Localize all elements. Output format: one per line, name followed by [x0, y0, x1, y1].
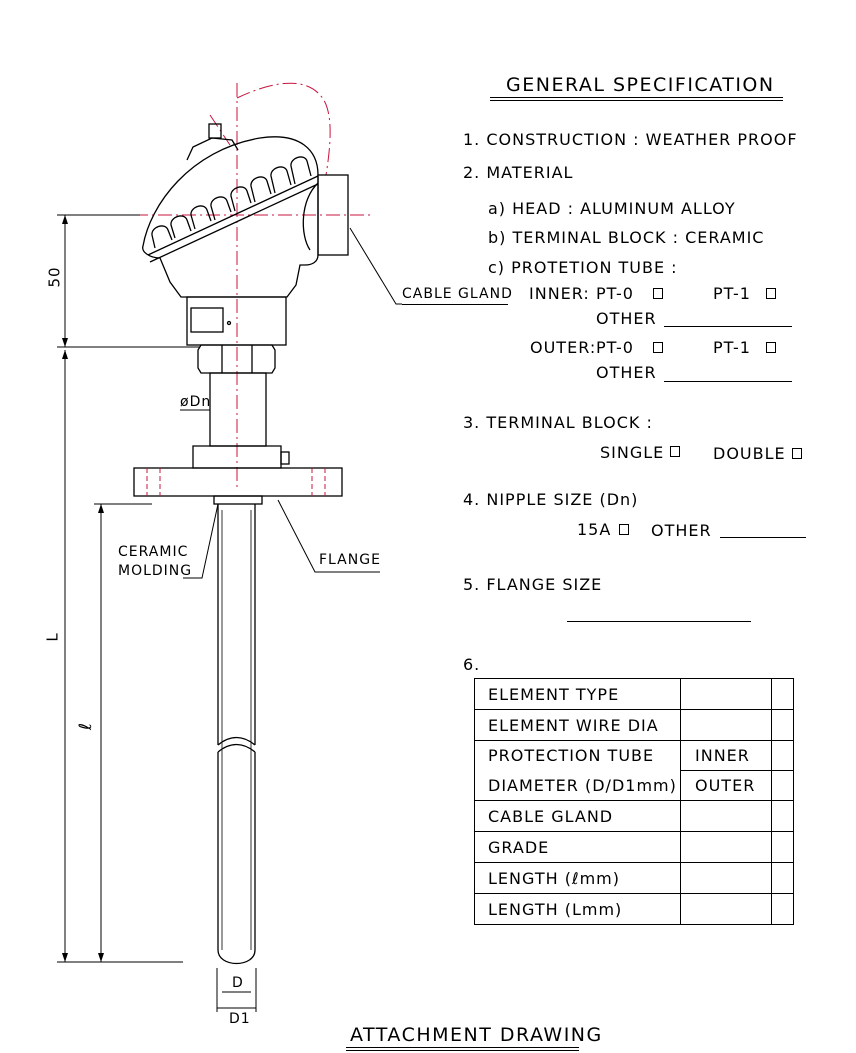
single-label: SINGLE — [600, 443, 665, 462]
outer-pt0-checkbox[interactable] — [653, 342, 663, 353]
spec-item-3: 3. TERMINAL BLOCK : — [463, 413, 653, 432]
table-row: DIAMETER (D/D1mm) OUTER — [474, 770, 794, 801]
row-check[interactable] — [771, 862, 794, 894]
spec-item-2a: a) HEAD : ALUMINUM ALLOY — [488, 199, 736, 218]
inner-label: INNER: — [529, 284, 590, 303]
size-other-field[interactable] — [720, 537, 806, 538]
double-checkbox[interactable] — [792, 448, 802, 459]
spec-item-6: 6. — [463, 655, 481, 674]
cable-gland-underline — [402, 304, 508, 305]
row-check[interactable] — [771, 770, 794, 801]
spec-item-5: 5. FLANGE SIZE — [463, 575, 603, 594]
spec-item-2c: c) PROTETION TUBE : — [488, 258, 678, 277]
terminal-head — [133, 123, 349, 964]
row-value[interactable]: INNER — [680, 740, 772, 771]
double-label: DOUBLE — [713, 444, 786, 463]
row-label: DIAMETER (D/D1mm) — [474, 770, 681, 801]
inner-pt0-checkbox[interactable] — [653, 288, 663, 299]
row-label: ELEMENT TYPE — [474, 678, 681, 710]
flange-bolt-holes — [146, 468, 326, 496]
spec-item-2: 2. MATERIAL — [463, 163, 574, 182]
outer-other-field[interactable] — [664, 381, 792, 382]
row-value[interactable] — [680, 893, 772, 925]
spec-title: GENERAL SPECIFICATION — [506, 74, 775, 96]
row-check[interactable] — [771, 678, 794, 710]
table-row: GRADE — [474, 831, 794, 863]
table-row: LENGTH (ℓmm) — [474, 862, 794, 894]
outer-other-label: OTHER — [596, 363, 657, 382]
row-check[interactable] — [771, 709, 794, 741]
row-value[interactable] — [680, 831, 772, 863]
row-label: CABLE GLAND — [474, 800, 681, 832]
table-row: LENGTH (Lmm) — [474, 893, 794, 925]
row-value[interactable] — [680, 862, 772, 894]
dim-l-label: ℓ — [76, 721, 97, 731]
footer-underline-2 — [346, 1050, 579, 1051]
dim-D-label: D — [232, 975, 244, 991]
center-lines — [110, 82, 370, 490]
dimension-arrows — [62, 215, 104, 962]
dim-D1-label: D1 — [229, 1011, 251, 1027]
spec-item-4: 4. NIPPLE SIZE (Dn) — [463, 490, 639, 509]
table-row: ELEMENT TYPE — [474, 678, 794, 710]
table-row: ELEMENT WIRE DIA — [474, 709, 794, 741]
attachment-drawing-title: ATTACHMENT DRAWING — [350, 1024, 603, 1046]
table-row: CABLE GLAND — [474, 800, 794, 832]
row-check[interactable] — [771, 893, 794, 925]
table-row: PROTECTION TUBE INNER — [474, 740, 794, 771]
row-label: GRADE — [474, 831, 681, 863]
dimension-lines — [57, 214, 402, 1012]
size-other-label: OTHER — [651, 521, 712, 540]
row-check[interactable] — [771, 831, 794, 863]
size-15a-label: 15A — [577, 520, 612, 539]
spec-table: ELEMENT TYPE ELEMENT WIRE DIA PROTECTION… — [474, 678, 794, 925]
inner-pt1-label: PT-1 — [713, 284, 751, 303]
outer-pt0-label: PT-0 — [596, 338, 634, 357]
row-value[interactable] — [680, 678, 772, 710]
spec-item-2b: b) TERMINAL BLOCK : CERAMIC — [488, 228, 765, 247]
row-label: PROTECTION TUBE — [474, 740, 681, 771]
row-check[interactable] — [771, 740, 794, 771]
spec-title-underline-2 — [490, 100, 783, 101]
row-value[interactable]: OUTER — [680, 770, 772, 801]
row-label: LENGTH (Lmm) — [474, 893, 681, 925]
spec-item-1: 1. CONSTRUCTION : WEATHER PROOF — [463, 130, 798, 149]
inner-other-field[interactable] — [664, 326, 792, 327]
row-label: LENGTH (ℓmm) — [474, 862, 681, 894]
footer-underline-1 — [346, 1047, 579, 1048]
spec-title-underline-1 — [490, 97, 783, 98]
dim-L-label: L — [43, 632, 62, 642]
inner-pt1-checkbox[interactable] — [766, 288, 776, 299]
row-value[interactable] — [680, 709, 772, 741]
inner-other-label: OTHER — [596, 309, 657, 328]
flange-size-field[interactable] — [567, 621, 751, 622]
flange-label: FLANGE — [319, 552, 381, 568]
outer-pt1-label: PT-1 — [713, 338, 751, 357]
size-15a-checkbox[interactable] — [619, 524, 629, 535]
inner-pt0-label: PT-0 — [596, 284, 634, 303]
cable-gland-label: CABLE GLAND — [402, 286, 513, 302]
outer-label: OUTER: — [530, 338, 597, 357]
row-check[interactable] — [771, 800, 794, 832]
dim-dn-label: øDn — [180, 394, 212, 410]
row-value[interactable] — [680, 800, 772, 832]
dim-50-label: 50 — [45, 266, 64, 288]
ceramic-molding-label-2: MOLDING — [118, 563, 193, 579]
single-checkbox[interactable] — [670, 446, 680, 457]
row-label: ELEMENT WIRE DIA — [474, 709, 681, 741]
outer-pt1-checkbox[interactable] — [766, 342, 776, 353]
ceramic-molding-label-1: CERAMIC — [118, 544, 189, 560]
